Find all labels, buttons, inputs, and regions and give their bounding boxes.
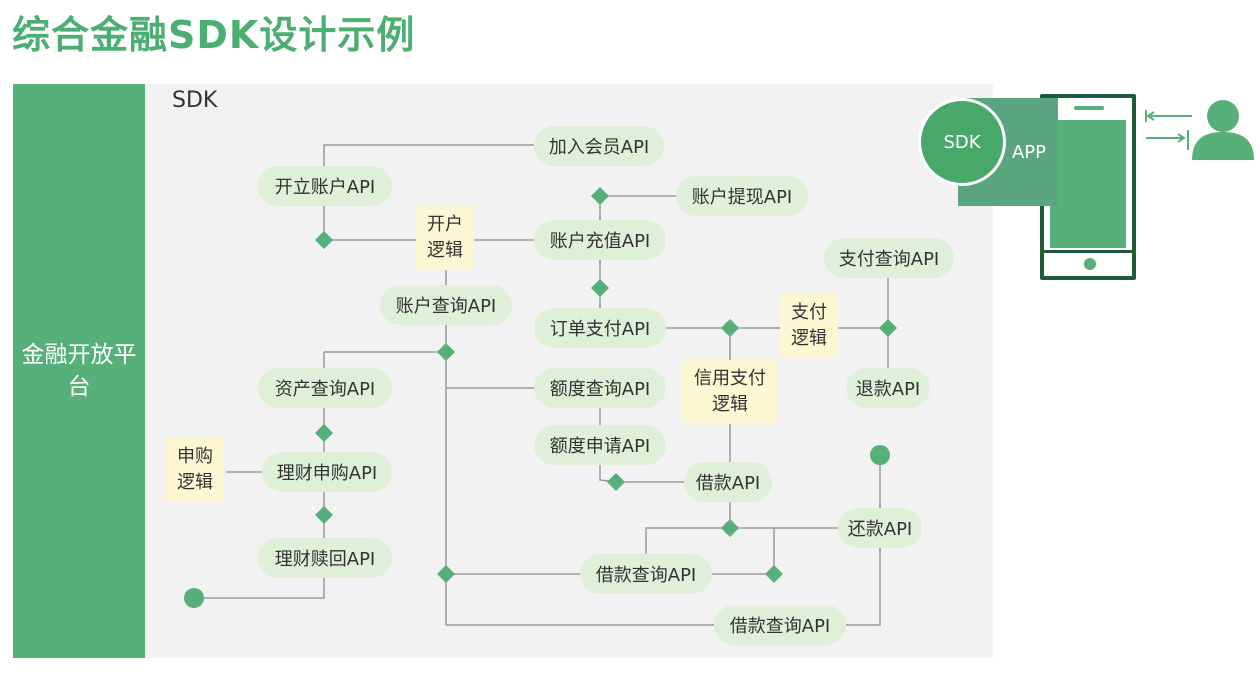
diamond-wealth (315, 506, 333, 524)
start-circle-repay (870, 445, 890, 465)
diamond-query (437, 343, 455, 361)
diamond-loanquery-right (765, 565, 783, 583)
diamond-pay (879, 319, 897, 337)
sdk-label: SDK (172, 88, 218, 113)
api-open-account: 开立账户API (258, 166, 392, 206)
api-quota-query: 额度查询API (534, 368, 666, 408)
api-quota-apply: 额度申请API (534, 425, 666, 465)
user-icon (1192, 100, 1254, 160)
logic-purchase: 申购逻辑 (166, 438, 224, 502)
diamond-quota (607, 473, 625, 491)
api-loan: 借款API (684, 462, 772, 502)
api-account-query: 账户查询API (380, 285, 512, 325)
api-withdraw: 账户提现API (676, 176, 808, 216)
phone-speaker (1074, 106, 1104, 110)
line-redeem-end (194, 574, 325, 599)
arrow-in-head (1146, 111, 1155, 121)
logic-purchase-label: 申购逻辑 (176, 446, 213, 493)
phone-home-button (1084, 258, 1096, 270)
platform-label: 金融开放平台 (21, 342, 137, 400)
diamond-withdraw (591, 187, 609, 205)
diamond-loanquery-left (437, 565, 455, 583)
logic-open-account: 开户逻辑 (416, 206, 474, 270)
api-asset-query: 资产查询API (258, 368, 392, 408)
arrow-out-head (1177, 133, 1186, 143)
line-repay-query2 (846, 548, 881, 626)
diamond-recharge-order (591, 279, 609, 297)
api-loan-query: 借款查询API (714, 605, 846, 645)
diamond-asset (315, 424, 333, 442)
phone-screen (1050, 120, 1126, 248)
api-loan-query: 借款查询API (580, 554, 712, 594)
page-title: 综合金融SDK设计示例 (12, 13, 416, 57)
logic-credit-pay-label: 信用支付逻辑 (694, 368, 766, 415)
logic-pay: 支付逻辑 (780, 294, 838, 358)
sdk-circle: SDK (918, 98, 1006, 186)
api-refund: 退款API (846, 368, 930, 408)
api-order-pay: 订单支付API (534, 308, 666, 348)
end-circle-wealth (184, 588, 204, 608)
logic-pay-label: 支付逻辑 (790, 302, 827, 349)
logic-open-account-label: 开户逻辑 (426, 214, 463, 261)
api-wealth-redeem: 理财赎回API (258, 538, 392, 578)
diamond-order (721, 319, 739, 337)
logic-credit-pay: 信用支付逻辑 (682, 360, 778, 424)
financial-open-platform: 金融开放平台 (13, 84, 145, 658)
api-recharge: 账户充值API (534, 220, 666, 260)
phone-divider (1044, 250, 1132, 253)
api-join-member: 加入会员API (534, 126, 664, 166)
api-wealth-purchase: 理财申购API (262, 452, 392, 492)
diamond-open (315, 231, 333, 249)
api-pay-query: 支付查询API (824, 238, 954, 278)
api-repay: 还款API (838, 508, 922, 548)
diamond-loan (721, 519, 739, 537)
